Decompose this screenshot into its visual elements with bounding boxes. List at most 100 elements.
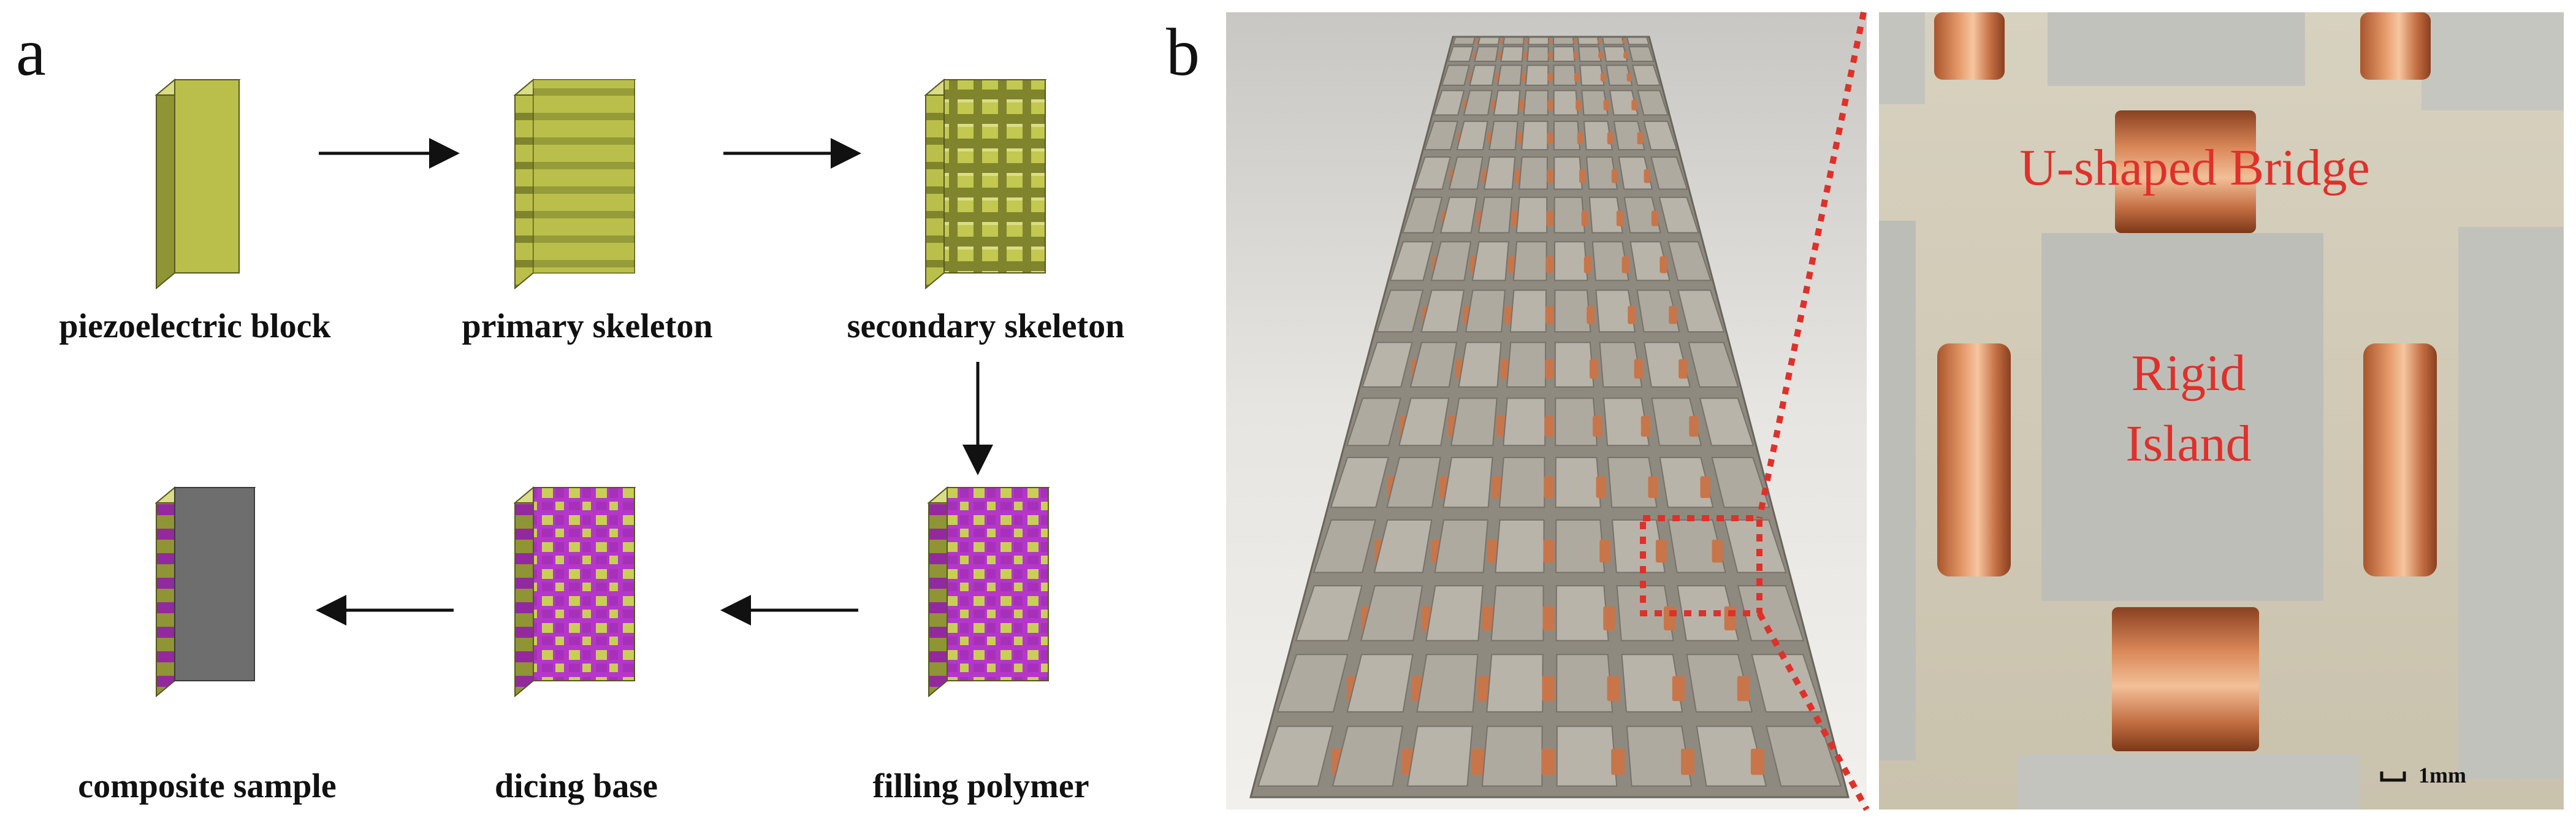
array-bridge [1521, 72, 1527, 82]
array-bridge [1500, 359, 1509, 379]
array-tile [1556, 725, 1618, 787]
array-tile [1553, 120, 1581, 151]
array-tile [1413, 156, 1451, 190]
array-tile [1506, 342, 1547, 388]
array-bridge [1546, 210, 1553, 226]
array-bridge [1583, 256, 1591, 274]
array-tile [1603, 46, 1628, 63]
array-tile [1581, 90, 1609, 116]
array-bridge [1450, 169, 1457, 183]
array-bridge [1547, 132, 1553, 145]
array-tile [1452, 36, 1476, 45]
array-tile [1553, 64, 1577, 86]
array-tile [1658, 196, 1699, 234]
array-bridge [1496, 416, 1506, 437]
array-tile [1737, 585, 1805, 641]
primary-skeleton-shape [513, 78, 636, 290]
array-bridge [1492, 99, 1498, 111]
array-tile [1450, 397, 1498, 446]
array-tile [1616, 585, 1674, 641]
array-bridge [1517, 132, 1523, 145]
array-tile [1686, 654, 1753, 713]
array-tile [1420, 289, 1465, 333]
array-bridge [1579, 169, 1586, 183]
array-tile [1553, 196, 1586, 234]
array-tile [1441, 64, 1470, 86]
array-tile [1330, 456, 1389, 508]
array-bridge [1542, 676, 1555, 702]
array-bridge [1737, 676, 1750, 702]
array-bridge [1332, 748, 1346, 775]
array-bridge [1599, 539, 1611, 563]
array-tile [1554, 289, 1591, 333]
dicing-base-shape [513, 486, 636, 698]
u-shaped-bridge-label: U-shaped Bridge [2019, 139, 2370, 196]
array-bridge [1603, 99, 1609, 111]
array-tile [1555, 519, 1606, 573]
array-tile [1696, 725, 1767, 787]
array-bridge [1545, 359, 1554, 379]
array-tile [1618, 156, 1653, 190]
array-tile [1766, 725, 1842, 787]
array-bridge [1644, 169, 1650, 183]
array-tile [1632, 64, 1661, 86]
array-bridge [1542, 606, 1555, 630]
array-tile [1376, 289, 1424, 333]
array-bridge [1411, 359, 1420, 379]
array-bridge [1487, 132, 1493, 145]
array-bridge [1626, 72, 1632, 82]
array-bridge [1616, 210, 1623, 226]
rigid-island-label-line2: Island [2125, 415, 2252, 472]
piezoelectric-block-shape [154, 78, 241, 290]
array-tile [1439, 196, 1478, 234]
array-tile [1448, 156, 1484, 190]
array-bridge [1700, 476, 1710, 499]
array-tile [1515, 196, 1548, 234]
array-tile [1591, 241, 1629, 281]
array-bridge [1750, 748, 1764, 775]
panel-b-letter: b [1166, 15, 1200, 90]
array-tile [1626, 725, 1693, 787]
array-bridge [1587, 305, 1595, 324]
array-tile [1276, 654, 1349, 713]
array-tile [1595, 289, 1636, 333]
zoom-indicator [1640, 11, 1870, 811]
array-tile [1401, 196, 1443, 234]
composite-sample-shape [154, 486, 256, 698]
array-tile [1643, 120, 1678, 151]
array-tile [1585, 156, 1618, 190]
array-bridge [1545, 256, 1554, 274]
array-bridge [1498, 52, 1503, 59]
magnified-photo [1879, 12, 2564, 810]
array-tile [1525, 64, 1549, 86]
array-bridge [1347, 676, 1360, 702]
array-bridge [1572, 40, 1577, 44]
array-bridge [1631, 99, 1637, 111]
array-tile [1609, 90, 1639, 116]
array-bridge [1523, 40, 1528, 44]
array-tile [1553, 241, 1588, 281]
array-bridge [1463, 305, 1472, 324]
array-tile [1626, 36, 1650, 45]
array-bridge [1482, 606, 1494, 630]
filling-polymer-shape [927, 486, 1050, 698]
array-tile [1477, 196, 1513, 234]
array-bridge [1689, 416, 1699, 437]
array-tile [1751, 654, 1823, 713]
array-bridge [1607, 676, 1620, 702]
array-tile [1463, 90, 1493, 116]
array-tile [1416, 654, 1479, 713]
array-tile [1389, 241, 1434, 281]
label-piezoelectric-block: piezoelectric block [59, 307, 331, 345]
array-bridge [1495, 72, 1501, 82]
array-tile [1577, 36, 1599, 45]
array-bridge [1422, 606, 1434, 630]
array-bridge [1589, 359, 1599, 379]
array-bridge [1432, 256, 1440, 274]
array-tile [1667, 519, 1726, 573]
array-bridge [1463, 99, 1469, 111]
array-bridge [1514, 169, 1521, 183]
array-tile [1606, 64, 1633, 86]
array-tile [1611, 519, 1666, 573]
label-primary-skeleton: primary skeleton [462, 307, 713, 345]
